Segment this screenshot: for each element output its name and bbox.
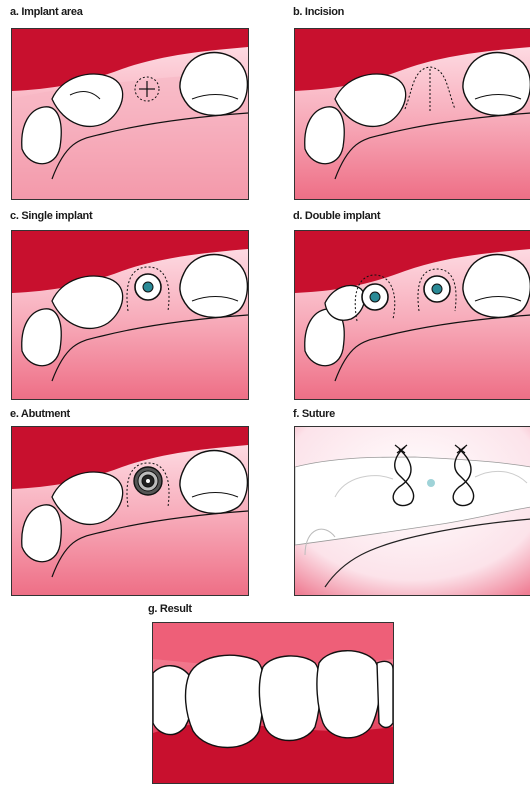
panel-e-title: e. Abutment (10, 408, 70, 420)
panel-result (152, 622, 394, 784)
tooth-3 (259, 656, 320, 741)
panel-suture (294, 426, 530, 596)
panel-single-implant (11, 230, 249, 400)
panel-a-title: a. Implant area (10, 6, 83, 18)
tooth-2 (186, 655, 264, 747)
panel-implant-area (11, 28, 249, 200)
tooth-5 (377, 661, 393, 727)
panel-abutment (11, 426, 249, 596)
panel-incision (294, 28, 530, 200)
double-implant-illustration (295, 231, 530, 399)
panel-b-title: b. Incision (293, 6, 344, 18)
panel-d-title: d. Double implant (293, 210, 380, 222)
panel-g-title: g. Result (148, 603, 192, 615)
tooth-right (180, 53, 247, 116)
implant-area-illustration (12, 29, 248, 199)
incision-illustration (295, 29, 530, 199)
panel-double-implant (294, 230, 530, 400)
suture-illustration (295, 427, 530, 595)
abutment-illustration (12, 427, 248, 595)
result-illustration (153, 623, 393, 783)
tooth-4 (317, 651, 380, 738)
panel-f-title: f. Suture (293, 408, 335, 420)
panel-c-title: c. Single implant (10, 210, 92, 222)
single-implant-illustration (12, 231, 248, 399)
